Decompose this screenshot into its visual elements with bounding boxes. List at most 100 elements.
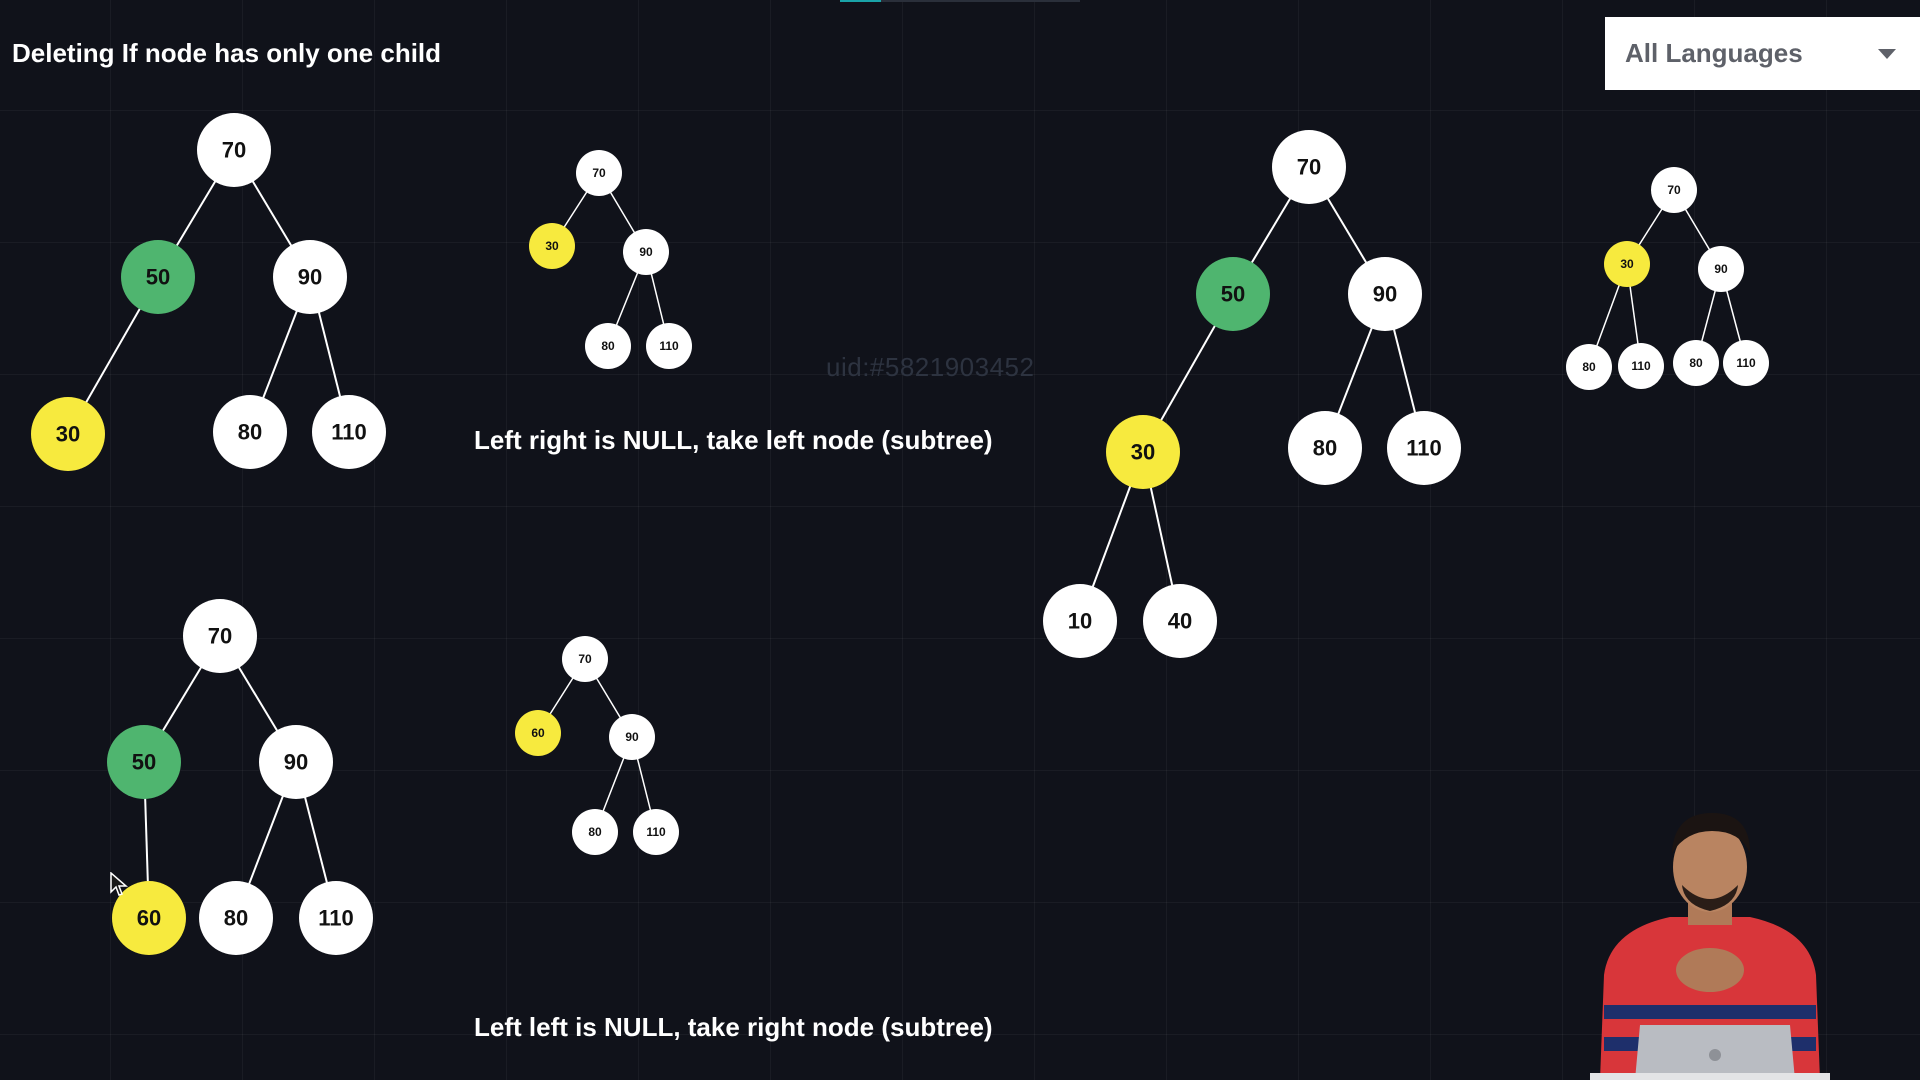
tree-node-circle	[1272, 130, 1346, 204]
tree-node-circle	[121, 240, 195, 314]
tree-node-60: 60	[112, 881, 186, 955]
watermark-uid: uid:#5821903452	[826, 352, 1035, 382]
tree-node-circle	[1196, 257, 1270, 331]
tree-node-circle	[1673, 340, 1719, 386]
tree-node-60: 60	[515, 710, 561, 756]
tree-node-70: 70	[562, 636, 608, 682]
tree-node-circle	[312, 395, 386, 469]
tree-node-label: 80	[224, 906, 248, 931]
tree-node-circle	[646, 323, 692, 369]
tree-node-110: 110	[1723, 340, 1769, 386]
tree-node-label: 70	[1667, 183, 1681, 197]
tree-node-label: 80	[588, 825, 602, 839]
tree-node-10: 10	[1043, 584, 1117, 658]
tree-node-110: 110	[299, 881, 373, 955]
tree-node-70: 70	[183, 599, 257, 673]
video-progress-fill	[840, 0, 881, 2]
tree-node-110: 110	[646, 323, 692, 369]
tree-node-circle	[1698, 246, 1744, 292]
tree-node-label: 110	[1631, 359, 1651, 373]
tree-node-label: 50	[146, 265, 170, 290]
tree-node-label: 110	[646, 825, 666, 839]
tree-node-circle	[107, 725, 181, 799]
caption-left-right-null: Left right is NULL, take left node (subt…	[474, 425, 993, 455]
tree-node-label: 30	[1131, 440, 1155, 465]
tree-node-circle	[515, 710, 561, 756]
tree-node-circle	[1604, 241, 1650, 287]
tree-node-label: 110	[1736, 356, 1756, 370]
language-select[interactable]: All Languages	[1605, 17, 1920, 90]
tree-node-circle	[1106, 415, 1180, 489]
tree-node-80: 80	[1566, 344, 1612, 390]
tree-node-50: 50	[121, 240, 195, 314]
tree-node-30: 30	[31, 397, 105, 471]
tree-node-label: 30	[56, 422, 80, 447]
tree-node-label: 80	[1313, 436, 1337, 461]
tree-node-label: 90	[284, 750, 308, 775]
tree-node-label: 30	[1620, 257, 1634, 271]
tree-node-circle	[623, 229, 669, 275]
tree-node-label: 80	[1582, 360, 1596, 374]
tree-node-circle	[1043, 584, 1117, 658]
tree-node-90: 90	[1348, 257, 1422, 331]
tree-node-110: 110	[633, 809, 679, 855]
tree-node-110: 110	[312, 395, 386, 469]
tree-node-label: 90	[298, 265, 322, 290]
tree-node-circle	[1723, 340, 1769, 386]
tree-node-circle	[1566, 344, 1612, 390]
tree-node-label: 90	[625, 730, 639, 744]
tree-node-circle	[585, 323, 631, 369]
tree-1-before: 70 50 90 30 80 110	[31, 113, 386, 471]
tree-node-30: 30	[1604, 241, 1650, 287]
tree-node-110: 110	[1618, 343, 1664, 389]
tree-2-after: 70 30 90 80 110 80 110	[1566, 167, 1769, 390]
tree-node-circle	[1651, 167, 1697, 213]
tree-node-40: 40	[1143, 584, 1217, 658]
tree-node-90: 90	[259, 725, 333, 799]
tree-node-50: 50	[107, 725, 181, 799]
tree-node-label: 110	[1406, 436, 1442, 461]
mouse-pointer-icon	[110, 872, 128, 896]
tree-node-circle	[633, 809, 679, 855]
tree-node-circle	[1618, 343, 1664, 389]
tree-node-circle	[199, 881, 273, 955]
tree-node-circle	[259, 725, 333, 799]
tree-node-label: 90	[1373, 282, 1397, 307]
tree-node-90: 90	[609, 714, 655, 760]
tree-node-label: 30	[545, 239, 559, 253]
language-select-value: All Languages	[1625, 38, 1803, 68]
tree-node-80: 80	[199, 881, 273, 955]
tree-node-label: 90	[639, 245, 653, 259]
tree-node-label: 70	[1297, 155, 1321, 180]
tree-node-30: 30	[529, 223, 575, 269]
tree-node-circle	[529, 223, 575, 269]
tree-node-label: 60	[137, 906, 161, 931]
tree-node-80: 80	[213, 395, 287, 469]
tree-node-label: 50	[132, 750, 156, 775]
tree-node-80: 80	[1673, 340, 1719, 386]
tree-node-circle	[183, 599, 257, 673]
tree-node-label: 110	[331, 420, 367, 445]
tree-node-80: 80	[572, 809, 618, 855]
tree-node-label: 40	[1168, 609, 1192, 634]
tree-node-label: 50	[1221, 282, 1245, 307]
tree-node-label: 90	[1714, 262, 1728, 276]
tree-node-circle	[1348, 257, 1422, 331]
tree-node-circle	[213, 395, 287, 469]
tree-node-70: 70	[197, 113, 271, 187]
chevron-down-icon	[1878, 48, 1896, 59]
tree-node-circle	[112, 881, 186, 955]
tree-node-90: 90	[273, 240, 347, 314]
tree-node-circle	[197, 113, 271, 187]
tree-node-circle	[1387, 411, 1461, 485]
tree-node-90: 90	[623, 229, 669, 275]
video-progress-bar[interactable]	[840, 0, 1080, 2]
tree-node-label: 110	[318, 906, 354, 931]
tree-node-circle	[562, 636, 608, 682]
caption-left-left-null: Left left is NULL, take right node (subt…	[474, 1012, 993, 1042]
tree-node-circle	[31, 397, 105, 471]
tree-node-80: 80	[585, 323, 631, 369]
tree-node-90: 90	[1698, 246, 1744, 292]
tree-node-label: 70	[578, 652, 592, 666]
